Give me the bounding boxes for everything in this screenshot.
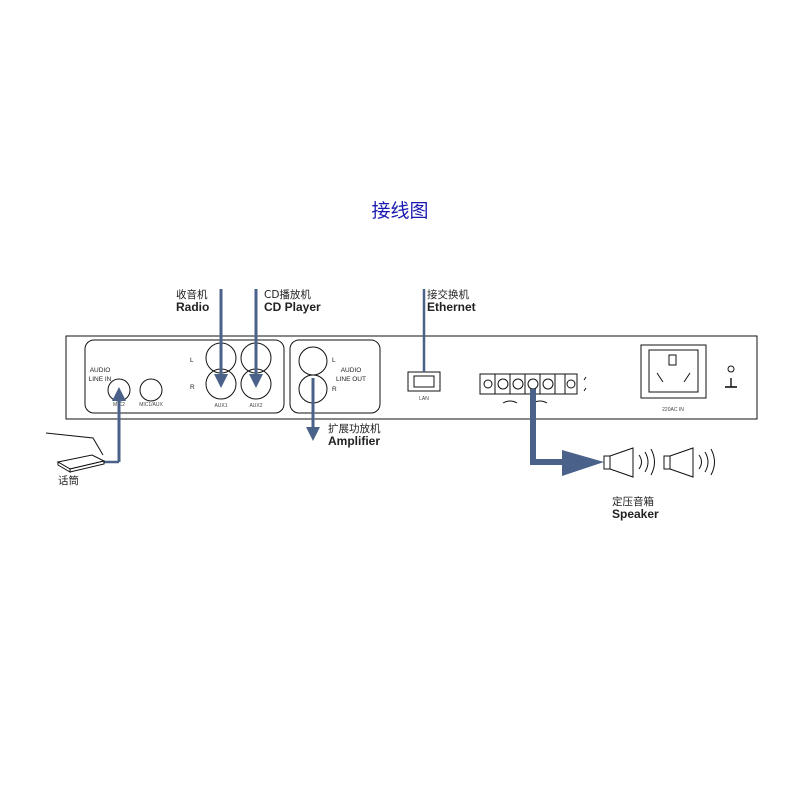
speaker-icon-1	[603, 447, 655, 478]
aux1-label: AUX1	[214, 403, 227, 409]
socket-pin	[683, 372, 691, 383]
radio-arrow	[214, 289, 228, 388]
terminal-screw	[512, 378, 524, 390]
amplifier-label-en: Amplifier	[328, 434, 380, 448]
socket-pin	[656, 372, 664, 383]
tick-mark	[583, 387, 587, 392]
aux2-label: AUX2	[249, 403, 262, 409]
power-socket-inner	[648, 349, 699, 393]
audio-line-in-label-1: AUDIO	[90, 367, 111, 374]
power-socket-outer	[640, 344, 707, 399]
ground-icon	[725, 378, 737, 388]
aux-l-label: L	[190, 357, 194, 364]
speaker-label-en: Speaker	[612, 507, 659, 521]
amplifier-label-zh: 扩展功放机	[328, 422, 381, 435]
line-out-l-jack	[298, 346, 328, 376]
radio-label-en: Radio	[176, 300, 209, 314]
terminal-screw	[566, 379, 576, 389]
speaker-terminal-block	[479, 373, 578, 395]
ethernet-label-zh: 接交换机	[427, 288, 469, 301]
terminal-bracket	[502, 400, 518, 404]
ground-screw	[727, 365, 735, 373]
device-rear-panel	[65, 335, 758, 420]
terminal-screw	[483, 379, 493, 389]
line-out-l-label: L	[332, 357, 336, 364]
mic1-aux-label: MIC1/AUX	[139, 402, 163, 408]
tick-mark	[583, 376, 587, 381]
lan-label: LAN	[419, 396, 429, 402]
power-in-label: 220AC IN	[662, 407, 684, 413]
cd-player-arrow	[249, 289, 263, 388]
line-out-group-box	[289, 339, 381, 414]
lan-port-inner	[413, 375, 435, 388]
terminal-screw	[542, 378, 554, 390]
mic-cable	[45, 387, 126, 464]
microphone-icon	[56, 454, 106, 473]
line-out-r-label: R	[332, 386, 337, 393]
amplifier-arrow	[306, 378, 320, 441]
microphone-label-zh: 话筒	[58, 474, 79, 487]
diagram-title: 接线图	[371, 200, 429, 222]
audio-line-out-label-1: AUDIO	[341, 367, 362, 374]
lan-port	[407, 371, 441, 392]
cd-player-label-en: CD Player	[264, 300, 321, 314]
audio-line-in-label-2: LINE IN	[89, 376, 112, 383]
aux-r-label: R	[190, 384, 195, 391]
terminal-screw	[497, 378, 509, 390]
mic1-aux-jack	[139, 378, 163, 402]
terminal-screw	[527, 378, 539, 390]
radio-label-zh: 收音机	[176, 288, 208, 301]
cd-player-label-zh: CD播放机	[264, 288, 311, 301]
socket-pin	[668, 354, 677, 366]
ethernet-label-en: Ethernet	[427, 300, 476, 314]
speaker-arrow	[530, 389, 604, 476]
speaker-label-zh: 定压音箱	[612, 495, 654, 508]
speaker-icon-2	[663, 447, 715, 478]
audio-line-out-label-2: LINE OUT	[336, 376, 366, 383]
line-in-group-box	[84, 339, 285, 414]
